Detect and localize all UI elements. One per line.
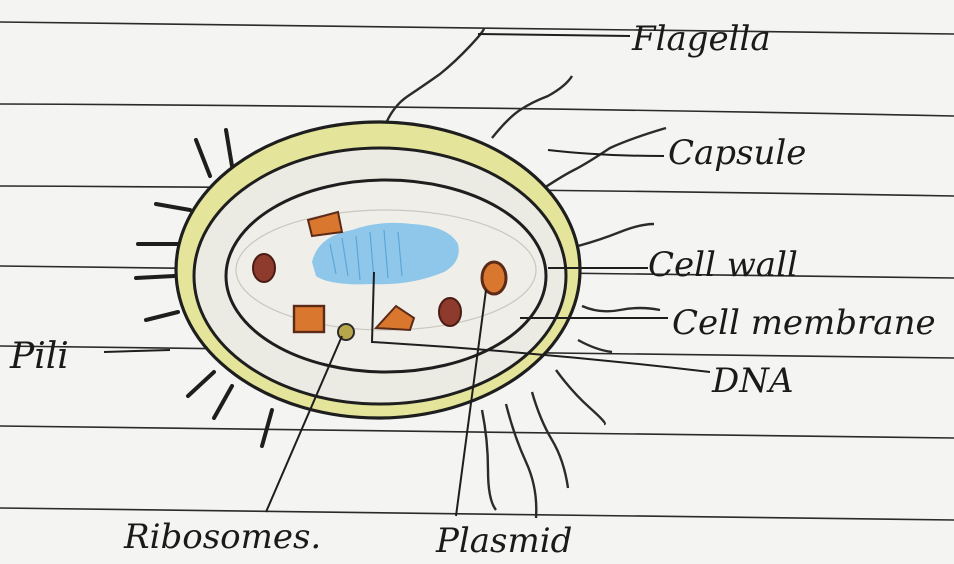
pilus — [188, 372, 214, 396]
flagellum — [482, 410, 496, 510]
label-dna: DNA — [711, 361, 794, 401]
pilus — [146, 312, 178, 320]
ruled-line — [0, 426, 954, 438]
label-pili: Pili — [9, 336, 69, 377]
flagellum — [556, 370, 605, 424]
ribosome-brown — [253, 254, 275, 282]
flagellum — [578, 340, 612, 352]
pilus — [196, 140, 210, 176]
ruled-line — [0, 104, 954, 116]
pilus — [226, 130, 232, 166]
flagellum — [382, 28, 484, 134]
flagellum — [582, 306, 660, 311]
label-capsule: Capsule — [668, 133, 806, 173]
label-cell-membrane: Cell membrane — [672, 303, 936, 343]
flagellum — [506, 404, 536, 518]
flagella-leader — [478, 34, 630, 36]
plasmid — [482, 262, 506, 294]
granule-orange — [294, 306, 324, 332]
label-cell-wall: Cell wall — [648, 245, 798, 285]
flagellum — [538, 128, 666, 192]
label-plasmid: Plasmid — [435, 521, 572, 561]
label-ribosomes: Ribosomes. — [123, 517, 321, 557]
pilus — [156, 204, 190, 210]
flagellum — [492, 76, 572, 138]
ruled-line — [0, 22, 954, 34]
pilus — [262, 410, 272, 446]
ribosome-brown — [439, 298, 461, 326]
pilus — [214, 386, 232, 418]
flagellum — [532, 392, 568, 488]
label-flagella: Flagella — [631, 19, 771, 59]
pilus — [136, 276, 174, 278]
pili-leader — [104, 350, 170, 352]
flagellum — [578, 224, 654, 246]
